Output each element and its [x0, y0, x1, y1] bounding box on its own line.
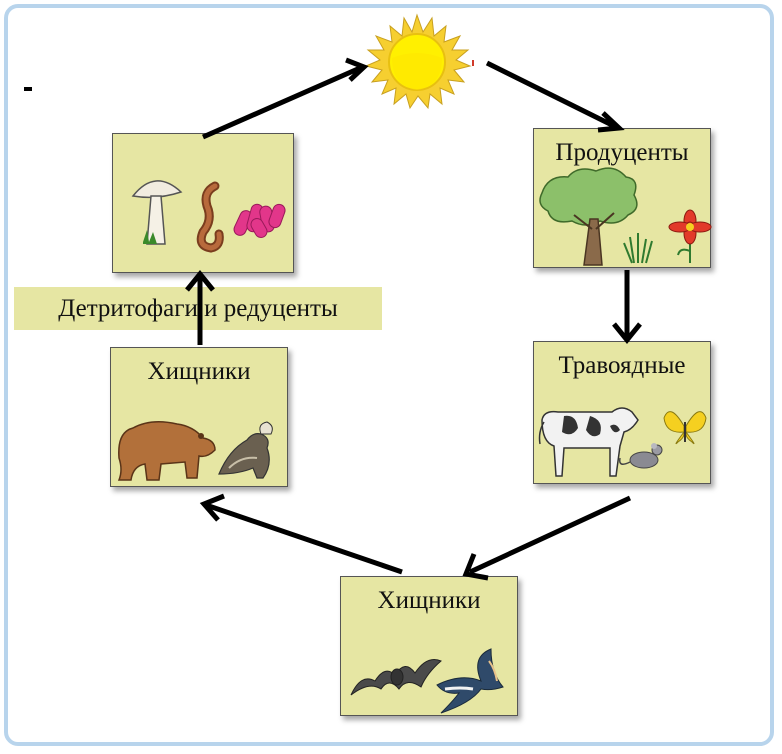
swallow-icon: [436, 648, 504, 714]
predators-bottom-title: Хищники: [377, 587, 481, 614]
predators-left-title: Хищники: [147, 358, 251, 385]
predators-bottom-box: Хищники: [340, 576, 518, 716]
grass-icon: [623, 233, 653, 264]
tree-icon: [539, 167, 638, 266]
flower-icon: [668, 209, 712, 263]
butterfly-icon: [663, 411, 707, 445]
stray-mark: [24, 87, 32, 91]
sun-icon: [364, 13, 472, 110]
herbivores-title: Травоядные: [558, 352, 686, 379]
decomposers-box: [112, 133, 294, 273]
producers-icons: [539, 167, 712, 266]
herbivores-box: Травоядные: [533, 341, 711, 484]
decomposers-icons: [131, 180, 286, 253]
bacteria-icon: [233, 203, 286, 238]
mouse-icon: [618, 443, 663, 469]
producers-title: Продуценты: [555, 139, 689, 166]
vulture-icon: [218, 421, 273, 479]
bear-icon: [117, 421, 216, 481]
arrow-herbivores-to-predators-bottom: [468, 495, 632, 575]
arrow-predators-bottom-to-predators-left: [205, 502, 403, 575]
herbivores-icons: [538, 407, 707, 477]
predators-bottom-icons: [350, 648, 504, 714]
predators-left-icons: [117, 421, 273, 481]
arrow-decomposers-to-sun: [201, 65, 362, 140]
producers-box: Продуценты: [533, 128, 712, 268]
bat-icon: [350, 659, 442, 696]
earthworm-icon: [196, 181, 224, 253]
predators-left-box: Хищники: [110, 347, 288, 487]
mushroom-icon: [131, 180, 183, 245]
stray-mark-2: [472, 60, 474, 66]
cow-icon: [538, 407, 639, 477]
arrow-sun-to-producers: [485, 60, 618, 130]
